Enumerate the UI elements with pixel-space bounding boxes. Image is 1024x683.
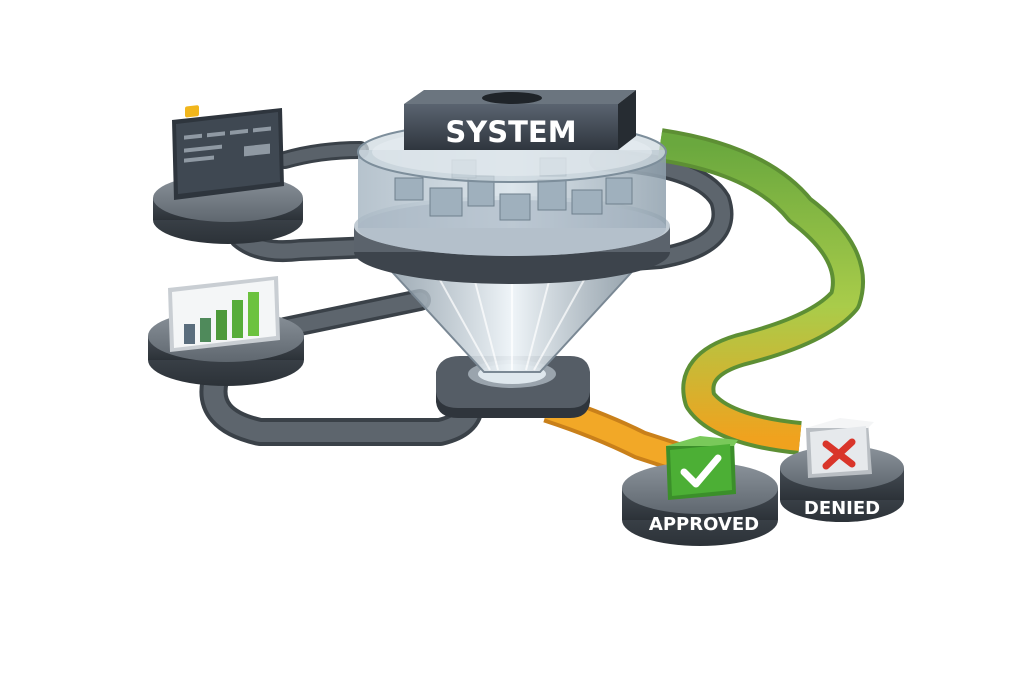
system-block: SYSTEM	[404, 90, 636, 150]
denied-label: DENIED	[804, 498, 880, 519]
credit-card-input	[153, 105, 303, 244]
system-label: SYSTEM	[445, 115, 576, 149]
credit-card-icon	[172, 105, 284, 200]
bar-chart-icon	[168, 276, 280, 352]
x-mark-icon	[806, 418, 874, 478]
checkmark-icon	[666, 436, 738, 500]
approved-label: APPROVED	[649, 514, 759, 535]
bar-chart-input	[148, 276, 304, 386]
